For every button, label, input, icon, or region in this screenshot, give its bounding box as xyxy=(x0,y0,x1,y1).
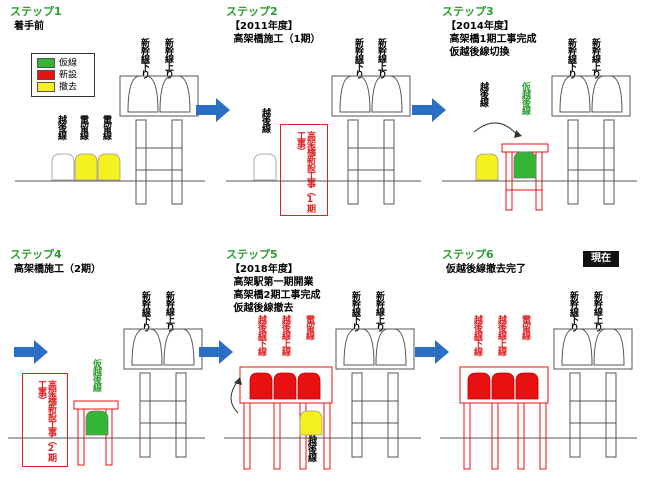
new-viaduct-full xyxy=(459,366,549,470)
label-shinkansen-up: 新幹線上り xyxy=(163,38,173,78)
label-densha-ryu: 電留線 xyxy=(101,115,111,139)
step-caption: 【2011年度】 高架橋施工（1期） xyxy=(230,21,321,45)
panel3-drawing xyxy=(442,75,637,211)
label-densha-ryu: 電留線 xyxy=(520,315,530,339)
label-echigo-up: 越後線上線 xyxy=(280,315,290,355)
legend: 仮線 新設 撤去 xyxy=(31,53,95,97)
label-shinkansen-up: 新幹線上り xyxy=(376,38,386,78)
next-arrow-icon xyxy=(412,98,446,122)
next-arrow-icon xyxy=(14,340,48,364)
label-echigo: 越後線 xyxy=(260,108,270,132)
step-label: ステップ3 xyxy=(442,5,494,18)
new-viaduct-full xyxy=(239,366,333,470)
step-caption: 【2014年度】 高架橋1期工事完成 仮越後線切換 xyxy=(446,21,537,58)
new-viaduct-phase1 xyxy=(501,143,549,211)
viaduct xyxy=(123,328,203,458)
viaduct xyxy=(551,75,631,205)
train-yellow xyxy=(475,153,499,181)
legend-item-kari: 仮線 xyxy=(37,58,77,69)
trains-red xyxy=(249,372,321,400)
step-panel-2: ステップ2 【2011年度】 高架橋施工（1期） 新幹線下り 新幹線上り 越後線… xyxy=(216,0,432,240)
panel1-drawing xyxy=(15,75,205,205)
step-label: ステップ4 xyxy=(10,248,62,261)
label-shinkansen-down: 新幹線下り xyxy=(566,38,576,78)
label-echigo-up: 越後線上線 xyxy=(496,315,506,355)
trains-red xyxy=(467,372,539,400)
label-shinkansen-up: 新幹線上り xyxy=(592,291,602,331)
label-densha-ryu: 電留線 xyxy=(78,115,88,139)
label-densha-ryu: 電留線 xyxy=(304,315,314,339)
label-shinkansen-down: 新幹線下り xyxy=(139,38,149,78)
train-green xyxy=(513,151,537,179)
train-echigo xyxy=(253,153,277,181)
label-kari-echigo: 仮越後線 xyxy=(306,429,316,461)
label-shinkansen-up: 新幹線上り xyxy=(590,38,600,78)
step-label: ステップ1 xyxy=(10,5,62,18)
label-shinkansen-down: 新幹線下り xyxy=(353,38,363,78)
shift-arrow xyxy=(473,122,519,137)
viaduct xyxy=(335,328,415,458)
arrow-head-icon xyxy=(234,377,242,385)
step-label: ステップ6 xyxy=(442,248,494,261)
label-kari-echigo: 仮越後線 xyxy=(91,359,101,391)
label-echigo: 越後線 xyxy=(478,82,488,106)
label-shinkansen-down: 新幹線下り xyxy=(140,291,150,331)
label-echigo: 越後線 xyxy=(56,115,66,139)
step-panel-4: ステップ4 高架橋施工（2期） 新幹線下り 新幹線上り 仮越後線 高架橋新設工事… xyxy=(0,243,216,483)
label-shinkansen-down: 新幹線下り xyxy=(568,291,578,331)
legend-item-shinsetsu: 新設 xyxy=(37,70,77,81)
next-arrow-icon xyxy=(415,340,449,364)
step-caption: 着手前 xyxy=(14,21,44,32)
new-viaduct-phase1 xyxy=(73,400,119,466)
construction-box-phase2: 高架橋新設工事（2期工事） xyxy=(22,373,68,467)
step-panel-6: ステップ6 仮越後線撤去完了 新幹線下り 新幹線上り 越後線下線 越後線上線 電… xyxy=(432,243,648,483)
label-echigo-down: 越後線下線 xyxy=(256,315,266,355)
viaduct xyxy=(553,328,633,458)
viaduct xyxy=(331,75,411,205)
step-label: ステップ5 xyxy=(226,248,278,261)
panel6-drawing xyxy=(440,328,637,470)
panel5-drawing xyxy=(224,328,421,470)
step-panel-1: ステップ1 着手前 仮線 新設 撤去 新幹線下り 新幹線上り 越後線 電留線 電… xyxy=(0,0,216,240)
shift-arrow xyxy=(230,380,239,414)
panel4-drawing xyxy=(8,328,205,466)
train-yellow xyxy=(299,410,323,436)
current-badge: 現在 xyxy=(583,251,619,267)
step-panel-3: ステップ3 【2014年度】 高架橋1期工事完成 仮越後線切換 新幹線下り 新幹… xyxy=(432,0,648,240)
viaduct xyxy=(119,75,199,205)
panel2-drawing xyxy=(226,75,421,205)
label-shinkansen-up: 新幹線上り xyxy=(374,291,384,331)
train-yellow xyxy=(51,153,121,181)
step-caption: 高架橋施工（2期） xyxy=(14,264,101,275)
label-shinkansen-up: 新幹線上り xyxy=(164,291,174,331)
step-label: ステップ2 xyxy=(226,5,278,18)
train-green xyxy=(85,410,109,436)
step-caption: 【2018年度】 高架駅第一期開業 高架橋2期工事完成 仮越後線撤去 xyxy=(230,264,321,314)
next-arrow-icon xyxy=(196,98,230,122)
label-echigo-down: 越後線下線 xyxy=(472,315,482,355)
arrow-head-icon xyxy=(514,130,522,138)
label-kari-echigo: 仮越後線 xyxy=(520,82,530,114)
construction-box-phase1: 高架橋新設工事（1期工事） xyxy=(280,124,328,216)
step-panel-5: ステップ5 【2018年度】 高架駅第一期開業 高架橋2期工事完成 仮越後線撤去… xyxy=(216,243,432,483)
legend-item-tekkyo: 撤去 xyxy=(37,82,77,93)
step-caption: 仮越後線撤去完了 xyxy=(446,264,526,275)
next-arrow-icon xyxy=(199,340,233,364)
label-shinkansen-down: 新幹線下り xyxy=(350,291,360,331)
